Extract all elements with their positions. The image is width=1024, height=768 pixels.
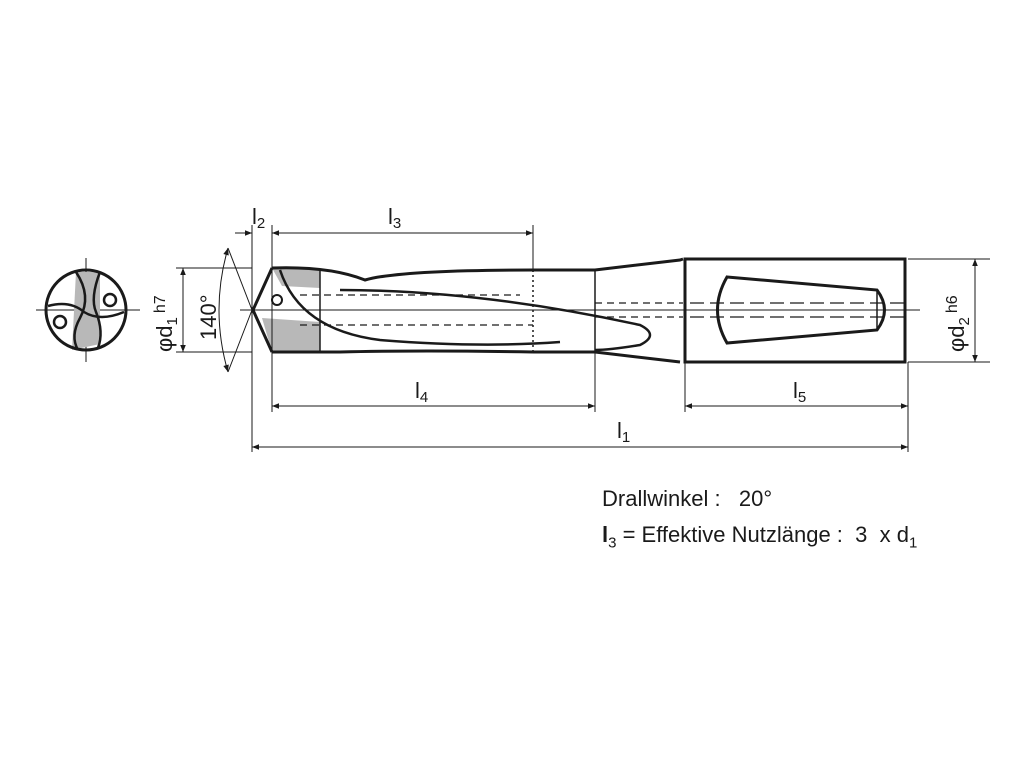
- label-d1: φd1h7: [152, 295, 181, 352]
- label-l5: l5: [793, 378, 806, 406]
- coolant-hole-icon: [52, 314, 68, 330]
- label-l3: l3: [388, 204, 401, 232]
- label-l1: l1: [617, 418, 630, 446]
- coolant-hole-icon: [102, 292, 118, 308]
- d1-subscript: 1: [908, 534, 918, 552]
- l3-subscript: 3: [608, 534, 617, 552]
- label-l2: l2: [252, 204, 265, 232]
- label-point-angle: 140°: [196, 294, 221, 340]
- twist-angle-note: Drallwinkel : 20°: [602, 486, 773, 511]
- l3-symbol: l: [602, 522, 609, 547]
- dimension-lines: [176, 225, 990, 452]
- effective-length-note: l3 = Effektive Nutzlänge : 3 x d1: [602, 522, 917, 551]
- cross-section-view: [36, 258, 140, 362]
- label-d2: φd2h6: [944, 295, 973, 352]
- drill-body: [240, 257, 920, 364]
- label-l4: l4: [415, 378, 428, 406]
- effective-length-text: = Effektive Nutzlänge : 3 x d: [616, 522, 909, 547]
